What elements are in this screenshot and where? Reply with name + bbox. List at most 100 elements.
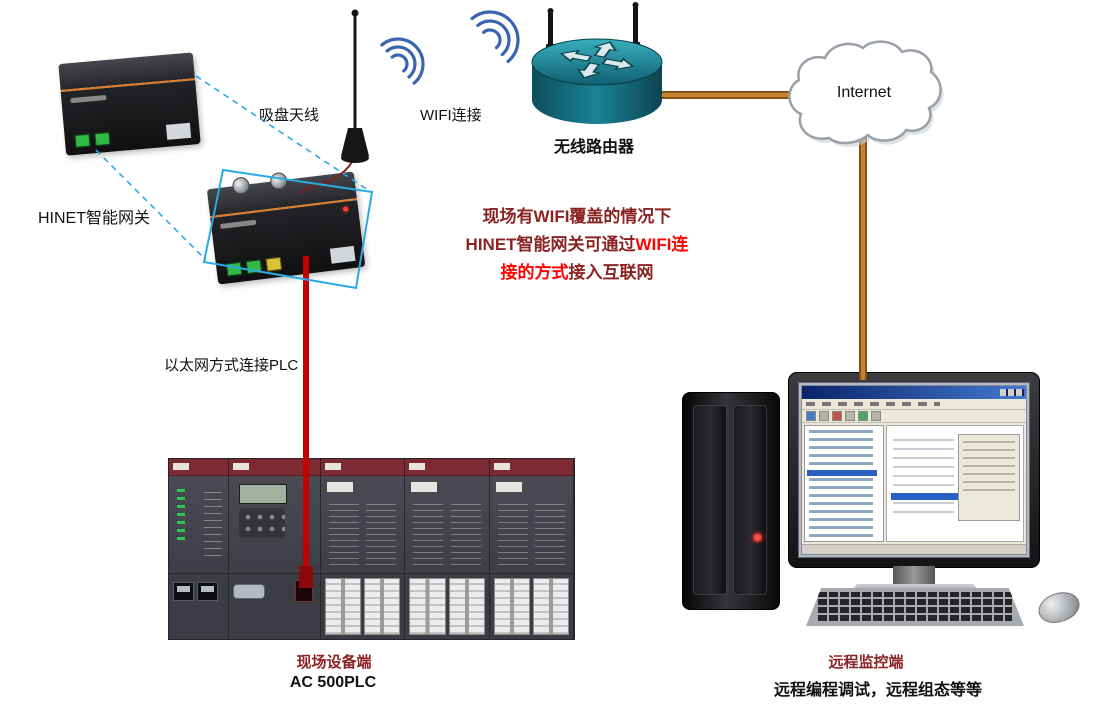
plc-module-label: [327, 482, 353, 492]
tree-selected-item: [807, 469, 878, 476]
terminal-strip: [532, 578, 569, 635]
plc-module-markings: [413, 500, 444, 565]
ethernet-port: [245, 259, 263, 275]
plc-module-markings: [204, 486, 222, 556]
plc-power-module: [169, 459, 229, 639]
suction-antenna-icon: [341, 9, 369, 163]
monitor: [788, 372, 1040, 568]
internet-label: Internet: [836, 84, 892, 101]
hinet-gateway-device-small: [58, 52, 201, 156]
selected-row: [891, 492, 959, 500]
plc-module-label: [411, 482, 438, 492]
plc-ac500-device: [168, 458, 575, 640]
plc-module-markings: [497, 500, 528, 565]
plc-terminal-area: [405, 573, 489, 639]
ethernet-port: [94, 131, 111, 147]
plc-module-markings: [450, 500, 481, 565]
plc-terminal-area: [489, 573, 573, 639]
toolbar-icon: [806, 411, 816, 421]
note-line-3-dark: 接入互联网: [568, 263, 654, 282]
gateway-ports: [225, 256, 283, 277]
terminal-strip: [409, 578, 446, 635]
window-control-buttons: [1000, 389, 1024, 396]
serial-port: [265, 256, 283, 272]
window-toolbar: [802, 410, 1026, 423]
plc-io-module: [405, 459, 490, 639]
toolbar-icon: [858, 411, 868, 421]
editor-text-lines: [893, 432, 955, 513]
mouse: [1034, 587, 1084, 628]
dsub-connector: [233, 584, 265, 599]
project-tree-panel: [804, 425, 884, 542]
ethernet-connection-label: 以太网方式连接PLC: [164, 357, 299, 374]
window-statusbar: [802, 544, 1026, 554]
plc-io-module: [489, 459, 574, 639]
window-main-area: [802, 423, 1026, 544]
toolbar-icon: [819, 411, 829, 421]
terminal-strip: [325, 578, 362, 635]
editor-panel: [886, 425, 1024, 542]
plc-port-area: [169, 573, 228, 639]
plc-module-label: [495, 482, 522, 492]
gateway-label-sticker: [165, 122, 192, 140]
hinet-gateway-label: HINET智能网关: [38, 210, 151, 227]
plc-module-body: [229, 476, 320, 573]
note-line-2-red: WIFI连: [635, 235, 689, 254]
remote-side-title: 远程监控端: [828, 654, 904, 671]
gateway-logo: [70, 94, 107, 103]
note-line-3-red: 接的方式: [500, 263, 569, 282]
note-line-1: 现场有WIFI覆盖的情况下: [482, 207, 672, 226]
rj45-port: [197, 582, 218, 601]
note-line-2: HINET智能网关可通过WIFI连: [466, 231, 689, 259]
suction-antenna-label: 吸盘天线: [259, 107, 320, 124]
wifi-waves-icon: [470, 10, 520, 64]
tower-panel: [693, 405, 727, 595]
keyboard: [806, 588, 1024, 626]
plc-module-markings: [534, 500, 565, 565]
status-led: [342, 206, 349, 212]
window-titlebar: [802, 386, 1026, 399]
plc-terminal-area: [321, 573, 405, 639]
toolbar-icon: [871, 411, 881, 421]
wireless-router-icon: [531, 2, 663, 124]
ethernet-port: [74, 133, 91, 148]
tree-items: [809, 430, 873, 537]
dialog-panel: [958, 434, 1020, 522]
plc-cpu-module: [229, 459, 321, 639]
plc-module-header: [321, 459, 405, 476]
plc-module-header: [489, 459, 573, 476]
gateway-front-face: [60, 79, 201, 156]
terminal-strip: [493, 578, 530, 635]
plc-module-header: [405, 459, 489, 476]
plc-module-body: [169, 476, 228, 573]
tower-panel: [733, 405, 767, 595]
plc-ethernet-port: [295, 580, 313, 602]
plc-module-body: [489, 476, 573, 573]
plc-module-header: [169, 459, 228, 476]
plc-display: [239, 484, 287, 504]
gateway-ports: [74, 131, 111, 148]
wifi-note: 现场有WIFI覆盖的情况下 HINET智能网关可通过WIFI连 接的方式接入互联…: [466, 203, 689, 287]
toolbar-icon: [832, 411, 842, 421]
window-menubar: [802, 399, 1026, 410]
field-side-title: 现场设备端: [296, 654, 372, 671]
plc-module-header: [229, 459, 320, 476]
monitor-neck: [893, 566, 935, 586]
plc-port-area: [229, 573, 320, 639]
power-led: [753, 533, 762, 542]
ethernet-port: [225, 261, 243, 277]
plc-status-leds: [177, 484, 185, 540]
plc-module-markings: [329, 500, 359, 565]
router-arrows: [559, 41, 635, 79]
wifi-waves-icon: [380, 37, 425, 85]
terminal-strip: [364, 578, 401, 635]
plc-module-markings: [366, 500, 397, 565]
hinet-gateway-device-large: [206, 171, 366, 285]
remote-side-subtitle: 远程编程调试，远程组态等等: [773, 682, 983, 699]
plc-keypad: [239, 508, 285, 538]
plc-module-body: [405, 476, 489, 573]
plc-io-module: [321, 459, 406, 639]
keyboard-keys: [818, 592, 1012, 621]
software-window: [801, 385, 1027, 555]
wifi-connection-label: WIFI连接: [420, 107, 482, 124]
